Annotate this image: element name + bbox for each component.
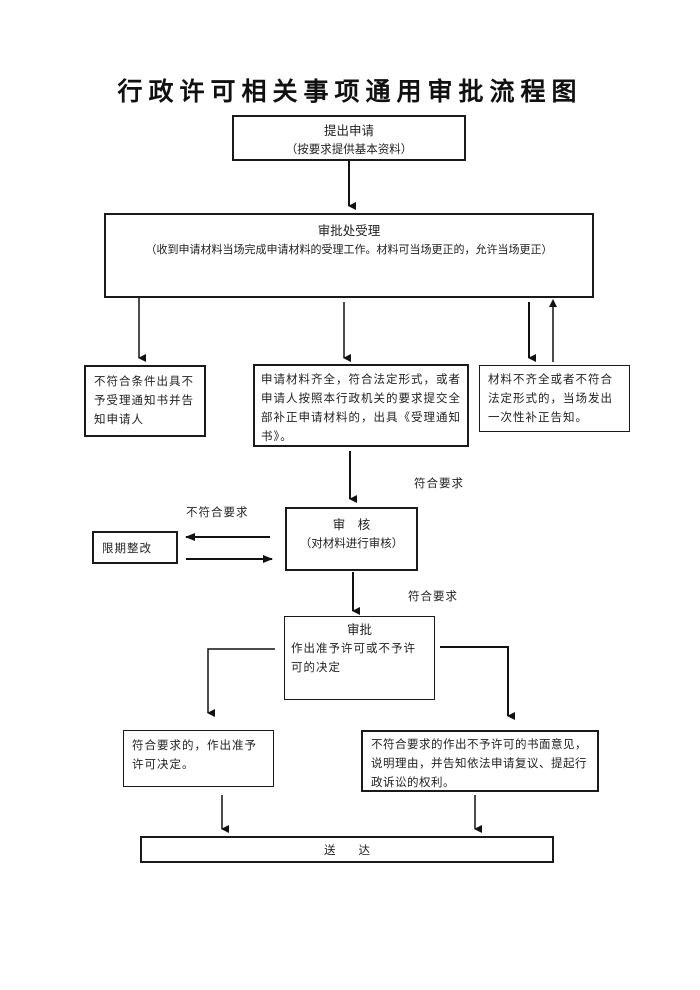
node-accept: 审批处受理 （收到申请材料当场完成申请材料的受理工作。材料可当场更正的，允许当场…: [104, 213, 594, 298]
node-accept-title: 审批处受理: [317, 223, 381, 238]
page-title: 行政许可相关事项通用审批流程图: [117, 77, 583, 106]
node-deny: 不符合要求的作出不予许可的书面意见，说明理由，并告知依法申请复议、提起行政诉讼的…: [361, 730, 599, 792]
node-grant-text: 符合要求的，作出准予许可决定。: [132, 738, 257, 771]
arrow-approve-to-deny: [440, 646, 515, 720]
node-approve-text: 作出准予许可或不予许可的决定: [291, 641, 416, 674]
node-rectify-text: 限期整改: [102, 541, 152, 555]
node-accept-subtitle: （收到申请材料当场完成申请材料的受理工作。材料可当场更正的，允许当场更正）: [145, 243, 553, 256]
node-apply: 提出申请 （按要求提供基本资料）: [232, 115, 466, 161]
node-accept-notice-text: 申请材料齐全，符合法定形式，或者申请人按照本行政机关的要求提交全部补正申请材料的…: [261, 372, 461, 443]
node-deny-text: 不符合要求的作出不予许可的书面意见，说明理由，并告知依法申请复议、提起行政诉讼的…: [371, 737, 587, 789]
node-apply-subtitle: （按要求提供基本资料）: [285, 142, 413, 156]
node-approve-title: 审批: [346, 622, 372, 637]
node-reject-notice: 不符合条件出具不予受理通知书并告知申请人: [84, 365, 206, 437]
node-rectify: 限期整改: [92, 531, 178, 564]
node-review-subtitle: （对材料进行审核）: [299, 536, 404, 550]
node-deliver: 送 达: [140, 836, 554, 863]
node-deliver-text: 送 达: [324, 843, 370, 857]
edge-label-to-rectify: 不符合要求: [186, 505, 249, 519]
node-review: 审 核 （对材料进行审核）: [285, 507, 418, 571]
node-supplement-text: 材料不齐全或者不符合法定形式的，当场发出一次性补正告知。: [488, 372, 613, 424]
edge-label-to-review: 符合要求: [414, 476, 464, 490]
edge-label-to-approve: 符合要求: [408, 589, 458, 603]
node-approve: 审批 作出准予许可或不予许可的决定: [284, 616, 435, 700]
arrow-approve-to-grant: [207, 648, 275, 717]
node-grant: 符合要求的，作出准予许可决定。: [123, 730, 274, 787]
node-supplement: 材料不齐全或者不符合法定形式的，当场发出一次性补正告知。: [479, 365, 630, 432]
node-accept-notice: 申请材料齐全，符合法定形式，或者申请人按照本行政机关的要求提交全部补正申请材料的…: [253, 364, 469, 447]
node-reject-notice-text: 不符合条件出具不予受理通知书并告知申请人: [94, 374, 194, 426]
node-apply-title: 提出申请: [323, 123, 374, 138]
node-review-title: 审 核: [332, 517, 371, 532]
